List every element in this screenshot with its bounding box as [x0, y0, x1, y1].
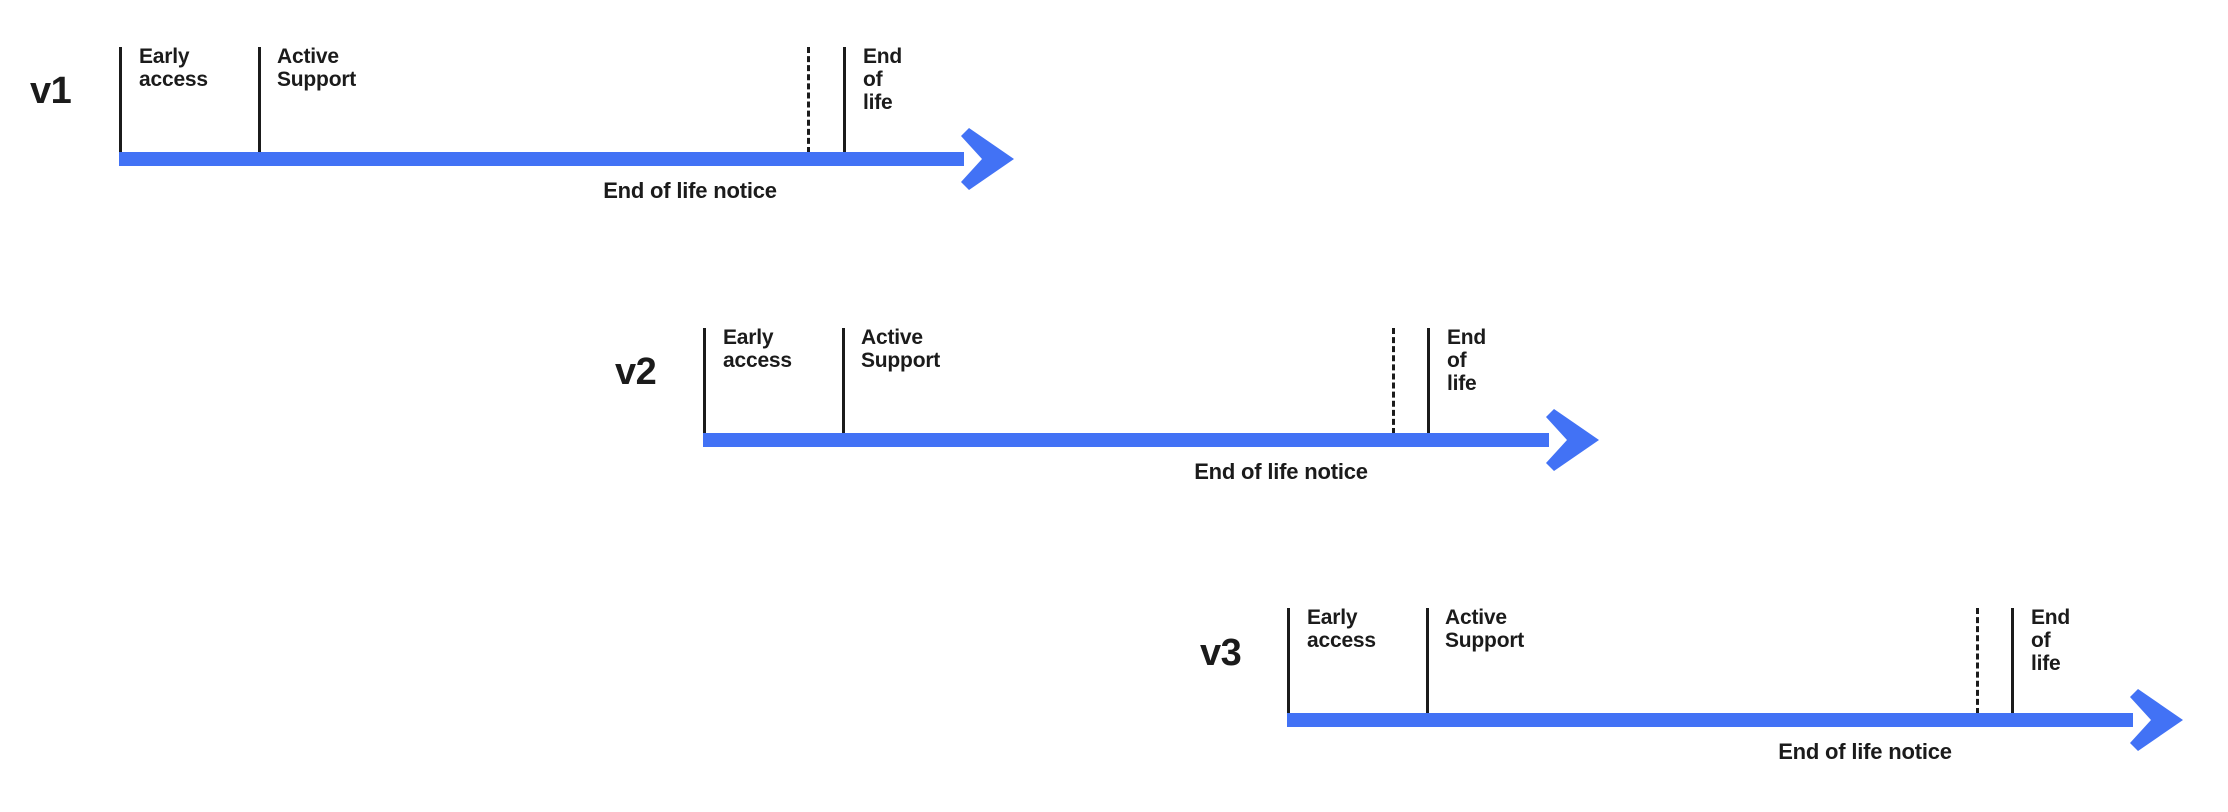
notice-label-v1: End of life notice: [603, 178, 777, 203]
divider-active-support-v1: [258, 47, 261, 153]
version-label-v2: v2: [615, 351, 657, 393]
divider-end-of-life-notice-v3: [1976, 608, 1979, 714]
phase-label-early-access-v1: Early access: [139, 45, 208, 91]
phase-label-active-support-v1: Active Support: [277, 45, 357, 91]
version-label-v3: v3: [1200, 632, 1242, 674]
timeline-shaft-v1: [119, 152, 964, 166]
timeline-arrow-icon-v1: [958, 128, 1014, 190]
divider-start-v2: [703, 328, 706, 434]
phase-label-early-access-v3: Early access: [1307, 606, 1376, 652]
timeline-shaft-v3: [1287, 713, 2133, 727]
divider-start-v3: [1287, 608, 1290, 714]
notice-label-v2: End of life notice: [1194, 459, 1368, 484]
timeline-arrow-icon-v2: [1543, 409, 1599, 471]
divider-active-support-v2: [842, 328, 845, 434]
divider-end-of-life-v2: [1427, 328, 1430, 434]
divider-end-of-life-notice-v2: [1392, 328, 1395, 434]
phase-label-active-support-v3: Active Support: [1445, 606, 1525, 652]
divider-active-support-v3: [1426, 608, 1429, 714]
notice-label-v3: End of life notice: [1778, 739, 1952, 764]
version-label-v1: v1: [30, 70, 72, 112]
phase-label-early-access-v2: Early access: [723, 326, 792, 372]
phase-label-end-of-life-v3: End of life: [2031, 606, 2071, 675]
divider-start-v1: [119, 47, 122, 153]
timeline-shaft-v2: [703, 433, 1549, 447]
divider-end-of-life-v1: [843, 47, 846, 153]
phase-label-active-support-v2: Active Support: [861, 326, 941, 372]
phase-label-end-of-life-v1: End of life: [863, 45, 903, 114]
timeline-arrow-icon-v3: [2127, 689, 2183, 751]
divider-end-of-life-notice-v1: [807, 47, 810, 153]
divider-end-of-life-v3: [2011, 608, 2014, 714]
phase-label-end-of-life-v2: End of life: [1447, 326, 1487, 395]
